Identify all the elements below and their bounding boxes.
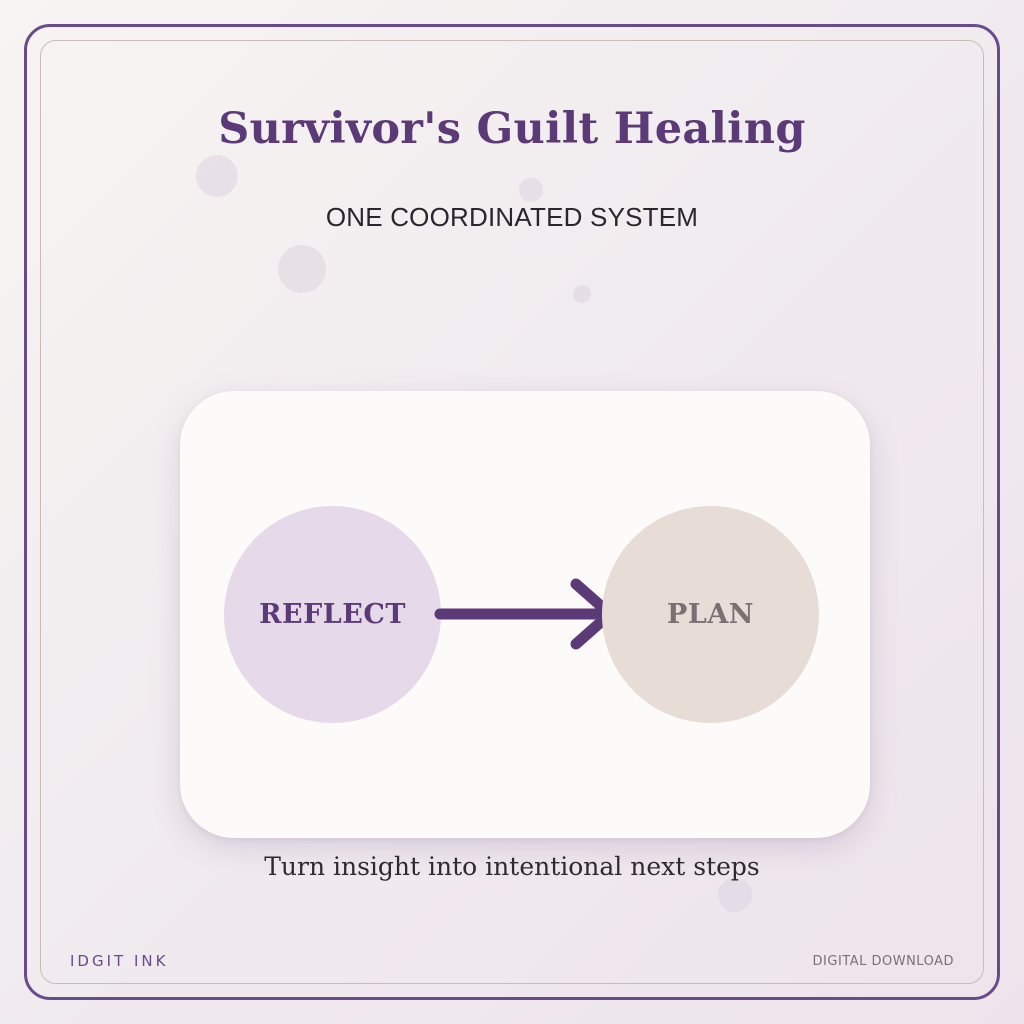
decor-bubble xyxy=(718,878,752,912)
brand-name: IDGIT INK xyxy=(70,952,169,970)
diagram-card: REFLECT PLAN xyxy=(180,391,870,838)
inner-frame xyxy=(40,40,984,984)
plan-node: PLAN xyxy=(602,506,819,723)
decor-bubble xyxy=(278,245,326,293)
download-badge: DIGITAL DOWNLOAD xyxy=(812,954,954,969)
page-title: Survivor's Guilt Healing xyxy=(218,104,806,154)
caption: Turn insight into intentional next steps xyxy=(264,852,760,881)
decor-bubble xyxy=(519,178,543,202)
arrow-right-icon xyxy=(434,578,616,650)
page-subtitle: ONE COORDINATED SYSTEM xyxy=(325,202,699,232)
plan-node-label: PLAN xyxy=(667,599,754,630)
outer-frame xyxy=(24,24,1000,1000)
reflect-node: REFLECT xyxy=(224,506,441,723)
decor-bubble xyxy=(196,155,238,197)
reflect-node-label: REFLECT xyxy=(259,599,406,630)
decor-bubble xyxy=(573,285,591,303)
